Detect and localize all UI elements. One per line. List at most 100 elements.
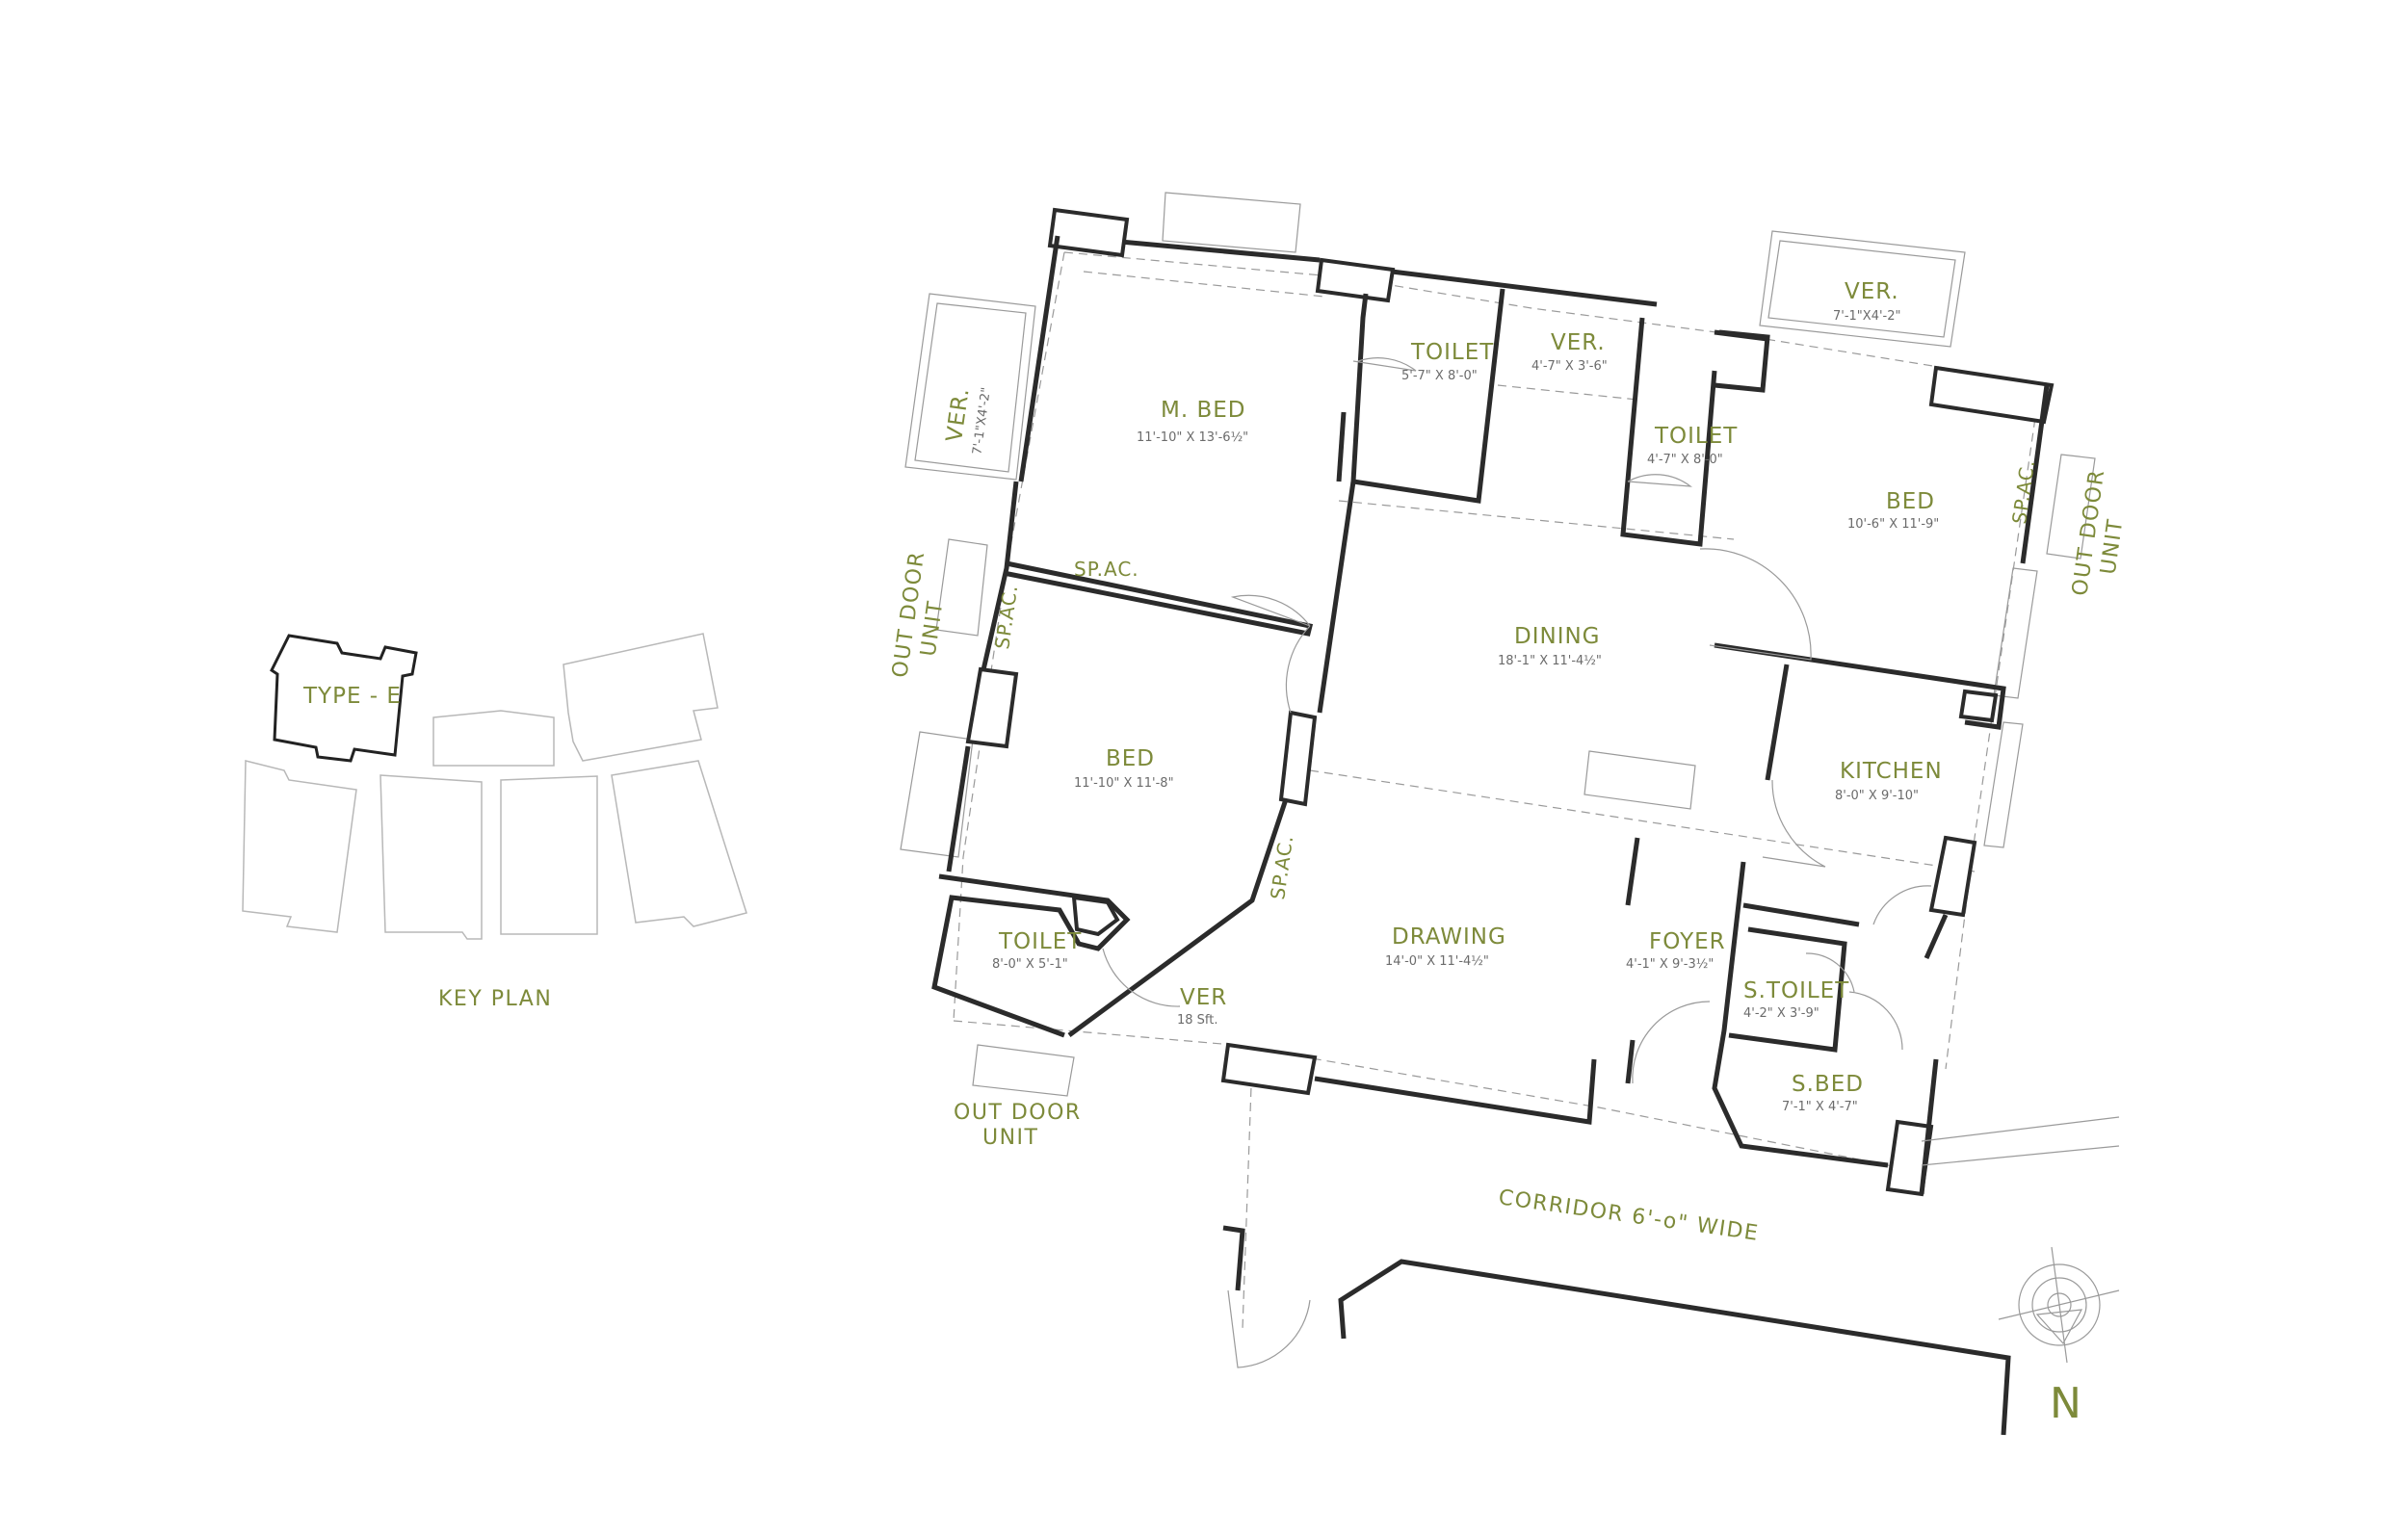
pillar-top-left <box>1047 207 1130 258</box>
wall-drawing-foyer <box>1625 837 1640 906</box>
room-bed-right-dim: 10'-6" X 11'-9" <box>1847 517 1939 532</box>
room-bed-left-name: BED <box>1106 746 1155 771</box>
room-s-toilet-dim: 4'-2" X 3'-9" <box>1743 1006 1819 1021</box>
dashed-top <box>1063 251 2024 381</box>
wall-foyer-top <box>1742 902 1860 927</box>
balcony-ver-top-right <box>1759 230 1966 348</box>
walls <box>931 207 2120 1436</box>
pillar-left-mid <box>965 666 1019 749</box>
corridor-line-right-2 <box>1921 1145 2120 1166</box>
room-bed-right-name: BED <box>1886 489 1935 514</box>
room-m-bed-name: M. BED <box>1161 398 1246 423</box>
wall-kitchen-top <box>1714 642 2006 730</box>
room-ver-left-name: VER. <box>942 386 975 444</box>
dashed-dining-top <box>1338 500 1735 540</box>
wall-foyer-door-post <box>1625 1039 1636 1084</box>
outer-wall-right <box>2020 384 2050 564</box>
door-kitchen-foyer <box>1872 885 1932 925</box>
room-dining-name: DINING <box>1514 624 1601 649</box>
room-foyer-name: FOYER <box>1649 929 1726 954</box>
wall-foyer-left <box>1712 861 1889 1168</box>
side-strip-right-2 <box>1983 721 2024 848</box>
outer-wall-top-mid <box>1391 269 1658 307</box>
door-bed-left <box>1285 625 1311 714</box>
room-ver-1-dim: 4'-7" X 3'-6" <box>1531 359 1608 374</box>
outdoor-unit-right <box>2046 454 2096 560</box>
door-stoilet <box>1805 952 1855 993</box>
door-kitchen <box>1762 779 1826 868</box>
room-toilet-2-name: TOILET <box>1654 424 1738 449</box>
dashed-dining-bottom <box>1309 769 1976 872</box>
door-stoilet-2 <box>1848 991 1903 1051</box>
wall-mbed-bed <box>1003 560 1314 637</box>
door-mbed <box>1230 594 1311 627</box>
wall-toilet-2-box <box>1714 329 1770 393</box>
dashed-right <box>1945 404 2038 1070</box>
wall-bottom-drawing <box>1314 1058 1597 1125</box>
outer-wall-left-upper <box>1018 235 1060 482</box>
wall-toilet-1 <box>1350 288 1505 504</box>
key-type-e-building <box>270 634 418 763</box>
room-ver-small-dim: 18 Sft. <box>1177 1013 1218 1028</box>
pillar-top-mid <box>1315 257 1396 303</box>
outdoor-unit-bottom <box>972 1044 1075 1097</box>
wall-kitchen-foyer <box>1924 913 1949 960</box>
dashed-ver-1 <box>1497 384 1638 401</box>
door-dining <box>1699 548 1812 661</box>
pillar-bottom-left <box>1220 1042 1318 1096</box>
dashed-bottom <box>953 1020 1913 1171</box>
room-toilet-3-name: TOILET <box>998 929 1082 954</box>
wall-toilet-1-left <box>1336 411 1347 482</box>
side-strip-right <box>1993 567 2038 699</box>
north-arrow-center <box>2047 1292 2072 1317</box>
room-drawing-name: DRAWING <box>1392 924 1506 950</box>
balcony-bed-left <box>900 731 974 858</box>
wall-ver-right <box>1620 317 1717 547</box>
balcony-ver-top-right-inner <box>1767 240 1956 338</box>
room-toilet-1-dim: 5'-7" X 8'-0" <box>1401 369 1478 383</box>
pillar-top-right <box>1928 365 2055 425</box>
door-toilet-3 <box>1102 948 1181 1007</box>
door-corridor <box>1227 1289 1311 1368</box>
north-arrow-outer <box>2018 1263 2101 1346</box>
room-toilet-1-name: TOILET <box>1410 340 1494 365</box>
room-ver-left-dim: 7'-1"X4'-2" <box>970 386 994 456</box>
room-ver-top-dim: 7'-1"X4'-2" <box>1833 309 1900 324</box>
sp-ac-label-right: SP.AC. <box>2007 457 2039 525</box>
room-s-bed-dim: 7'-1" X 4'-7" <box>1782 1100 1858 1114</box>
wall-toilet-3 <box>931 873 1131 1038</box>
room-kitchen-dim: 8'-0" X 9'-10" <box>1835 789 1919 803</box>
corridor-wall-left <box>1222 1225 1245 1291</box>
key-building-5 <box>432 710 555 767</box>
sp-ac-label-mbed: SP.AC. <box>1074 558 1139 581</box>
pillar-kitchen-right <box>1928 835 1977 918</box>
pillar-central <box>1278 710 1318 807</box>
outdoor-bottom-label-2: UNIT <box>982 1126 1039 1150</box>
room-toilet-2-dim: 4'-7" X 8'-0" <box>1647 453 1723 467</box>
key-building-6 <box>563 633 719 762</box>
kitchen-sink <box>1958 689 1999 723</box>
door-toilet-1 <box>1352 357 1417 372</box>
door-toilet-2 <box>1627 474 1692 487</box>
door-foyer-main <box>1632 1001 1711 1084</box>
north-arrow-axis-2 <box>1998 1289 2120 1320</box>
dashed-corridor <box>1242 1058 1253 1330</box>
dining-table <box>1584 750 1696 810</box>
toilet-3-fixture <box>1071 895 1120 937</box>
room-s-toilet-name: S.TOILET <box>1743 978 1849 1003</box>
sp-ac-label-left: SP.AC. <box>990 583 1022 650</box>
room-ver-1-name: VER. <box>1551 330 1606 355</box>
key-building-2 <box>380 774 483 940</box>
room-bed-left-dim: 11'-10" X 11'-8" <box>1074 776 1174 791</box>
outer-wall-left-lower <box>946 745 971 872</box>
wall-stoilet <box>1728 926 1847 1053</box>
room-foyer-dim: 4'-1" X 9'-3½" <box>1626 957 1714 972</box>
doors <box>1102 357 1932 1368</box>
key-plan-type-label: TYPE - E <box>302 684 402 709</box>
north-label: N <box>2050 1379 2081 1428</box>
key-plan-title: KEY PLAN <box>438 987 552 1011</box>
north-arrow-inner <box>2031 1277 2087 1333</box>
wall-kitchen-left <box>1765 664 1790 781</box>
wall-sbed-right <box>1919 1058 1939 1195</box>
